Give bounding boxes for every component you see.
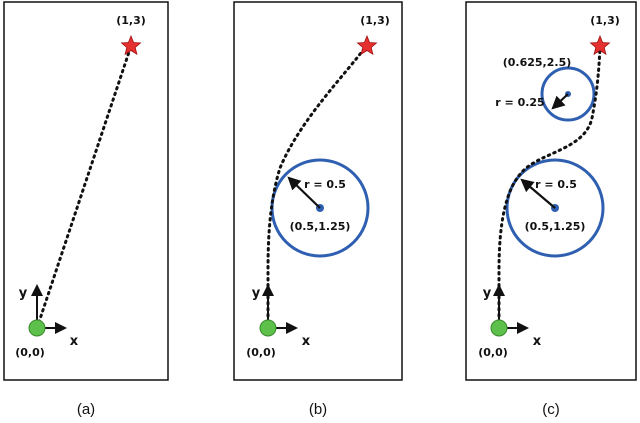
- panel-caption: (a): [77, 401, 95, 418]
- y-axis-label: y: [19, 286, 28, 301]
- panel-a: (1,3) (0,0) y x (a): [3, 1, 169, 418]
- radius-label: r = 0.5: [535, 178, 577, 191]
- goal-label: (1,3): [590, 14, 620, 27]
- radius-arrow: [287, 176, 321, 209]
- radius-arrow: [551, 93, 569, 110]
- y-axis-label: y: [483, 286, 492, 301]
- path-line: [266, 43, 369, 330]
- panel-c: (1,3) (0.625,2.5) r = 0.25 r = 0.5 (0.5,…: [465, 1, 637, 418]
- path-line: [497, 43, 602, 330]
- panel-frame: [233, 1, 403, 381]
- panel-caption: (b): [309, 401, 327, 418]
- goal-label: (1,3): [116, 14, 146, 27]
- obstacle-center-label: (0.625,2.5): [503, 56, 572, 69]
- panel-caption: (c): [542, 401, 560, 418]
- radius-label: r = 0.5: [304, 178, 346, 191]
- path-line: [35, 44, 133, 330]
- obstacle-center-label: (0.5,1.25): [290, 220, 351, 233]
- start-icon: [28, 319, 46, 337]
- obstacle-circle: [505, 158, 605, 258]
- start-label: (0,0): [478, 346, 508, 359]
- start-icon: [490, 319, 508, 337]
- panel-b: (1,3) r = 0.5 (0.5,1.25) (0,0) y x (b): [233, 1, 403, 418]
- x-axis-label: x: [302, 334, 311, 349]
- start-icon: [259, 319, 277, 337]
- x-axis-label: x: [533, 334, 542, 349]
- obstacle-circle-small: [540, 66, 596, 122]
- y-axis-label: y: [252, 286, 261, 301]
- goal-star-icon: [356, 34, 378, 56]
- radius-arrow: [520, 178, 556, 209]
- goal-star-icon: [589, 34, 611, 56]
- goal-label: (1,3): [360, 14, 390, 27]
- goal-star-icon: [120, 34, 142, 56]
- panel-frame: [3, 1, 169, 381]
- x-axis-label: x: [70, 334, 79, 349]
- panel-frame: [465, 1, 637, 381]
- obstacle-center-label: (0.5,1.25): [525, 220, 586, 233]
- start-label: (0,0): [15, 346, 45, 359]
- radius-label: r = 0.25: [495, 96, 544, 109]
- start-label: (0,0): [246, 346, 276, 359]
